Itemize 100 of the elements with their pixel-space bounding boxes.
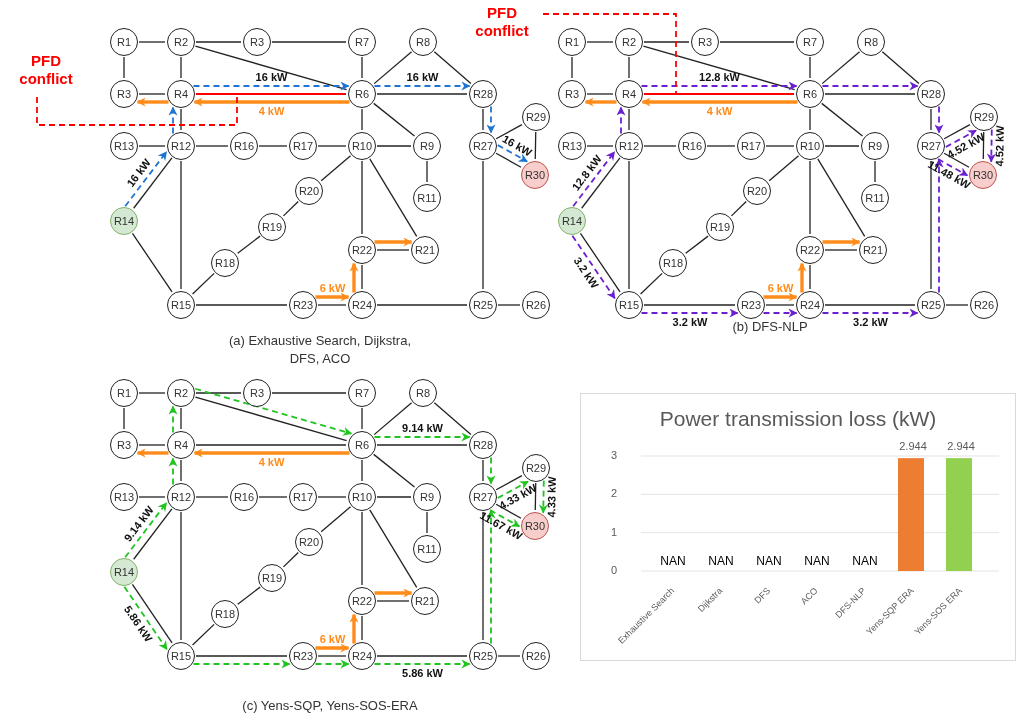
connection-line bbox=[534, 131, 537, 160]
bus-node: R16 bbox=[678, 132, 706, 160]
bus-node: R26 bbox=[970, 291, 998, 319]
bus-node: R4 bbox=[167, 431, 195, 459]
bus-node: R6 bbox=[796, 80, 824, 108]
connection-line bbox=[373, 51, 413, 85]
connection-line bbox=[317, 304, 347, 306]
connection-line bbox=[138, 93, 166, 95]
arrow bbox=[496, 480, 529, 499]
bus-node: R15 bbox=[167, 642, 195, 670]
connection-line bbox=[180, 56, 182, 79]
connection-line bbox=[123, 56, 125, 79]
connection-line bbox=[426, 160, 428, 183]
arrow bbox=[315, 643, 350, 653]
connection-line bbox=[642, 45, 796, 91]
connection-line bbox=[138, 392, 166, 394]
connection-line bbox=[361, 108, 363, 131]
connection-line bbox=[824, 93, 916, 95]
connection-line bbox=[719, 41, 795, 43]
connection-line bbox=[881, 51, 920, 85]
connection-line bbox=[376, 496, 412, 498]
bus-node: R9 bbox=[413, 483, 441, 511]
connection-line bbox=[497, 304, 521, 306]
connection-line bbox=[180, 511, 182, 641]
edge-label: 16 kW bbox=[406, 71, 439, 83]
bus-node: R13 bbox=[110, 483, 138, 511]
bus-node: R6 bbox=[348, 431, 376, 459]
connection-line bbox=[643, 145, 677, 147]
bus-node: R20 bbox=[743, 177, 771, 205]
connection-line bbox=[639, 272, 663, 295]
connection-line bbox=[982, 131, 985, 160]
bus-node: R4 bbox=[615, 80, 643, 108]
bus-node: R1 bbox=[110, 28, 138, 56]
connection-line bbox=[482, 511, 484, 641]
arrow bbox=[315, 292, 350, 302]
connection-line bbox=[482, 459, 484, 482]
arrow bbox=[496, 144, 528, 163]
bus-node: R25 bbox=[917, 291, 945, 319]
bus-node: R28 bbox=[469, 431, 497, 459]
arrow bbox=[944, 129, 977, 148]
edge-label: 12.8 kW bbox=[699, 71, 740, 83]
bus-node: R28 bbox=[917, 80, 945, 108]
axis-tick-label: 2 bbox=[611, 488, 618, 500]
connection-line bbox=[586, 93, 614, 95]
bus-node: R21 bbox=[859, 236, 887, 264]
bus-node: R10 bbox=[796, 132, 824, 160]
connection-line bbox=[586, 145, 614, 147]
value-label: 2.944 bbox=[947, 441, 975, 453]
edge-label: 4 kW bbox=[258, 456, 285, 468]
bus-node: R3 bbox=[558, 80, 586, 108]
connection-line bbox=[495, 124, 523, 140]
bus-node: R11 bbox=[413, 184, 441, 212]
edge-label: 3.2 kW bbox=[572, 255, 601, 291]
connection-line bbox=[195, 41, 242, 43]
bus-node: R23 bbox=[289, 642, 317, 670]
connection-line bbox=[376, 304, 468, 306]
connection-line bbox=[643, 93, 795, 95]
value-label: NAN bbox=[660, 555, 686, 567]
bus-node: R22 bbox=[796, 236, 824, 264]
connection-line bbox=[258, 496, 288, 498]
bus-node: R17 bbox=[289, 483, 317, 511]
connection-line bbox=[373, 402, 413, 436]
arrow bbox=[349, 262, 359, 293]
connection-line bbox=[824, 249, 858, 251]
connection-line bbox=[376, 145, 412, 147]
bus-node: R22 bbox=[348, 236, 376, 264]
connection-line bbox=[194, 45, 348, 91]
bus-node: R26 bbox=[522, 291, 550, 319]
connection-line bbox=[433, 402, 472, 436]
bus-node: R17 bbox=[289, 132, 317, 160]
bus-node: R24 bbox=[348, 642, 376, 670]
connection-line bbox=[945, 304, 969, 306]
bus-node: R9 bbox=[413, 132, 441, 160]
bus-node: R20 bbox=[295, 528, 323, 556]
edge-label: 16 kW bbox=[124, 157, 153, 190]
bus-node: R17 bbox=[737, 132, 765, 160]
chart-title: Power transmission loss (kW) bbox=[658, 408, 938, 429]
value-label: 2.944 bbox=[899, 441, 927, 453]
connection-line bbox=[138, 145, 166, 147]
connection-line bbox=[138, 444, 166, 446]
connection-line bbox=[320, 506, 352, 533]
bus-node: R19 bbox=[258, 213, 286, 241]
connection-line bbox=[258, 145, 288, 147]
connection-line bbox=[361, 459, 363, 482]
bus-node: R11 bbox=[413, 535, 441, 563]
edge-label: 6 kW bbox=[767, 282, 794, 294]
bus-node: R8 bbox=[409, 379, 437, 407]
edge-label: 4.33 kW bbox=[497, 482, 539, 513]
arrow bbox=[937, 158, 969, 177]
bus-node: R21 bbox=[411, 587, 439, 615]
connection-line bbox=[138, 41, 166, 43]
connection-line bbox=[361, 615, 363, 641]
value-label: NAN bbox=[804, 555, 830, 567]
connection-line bbox=[628, 56, 630, 79]
bus-node: R7 bbox=[348, 28, 376, 56]
connection-line bbox=[495, 503, 522, 519]
connection-line bbox=[685, 235, 709, 254]
edge-label: 9.14 kW bbox=[402, 422, 443, 434]
bus-node: R30 bbox=[521, 161, 549, 189]
connection-line bbox=[195, 304, 288, 306]
